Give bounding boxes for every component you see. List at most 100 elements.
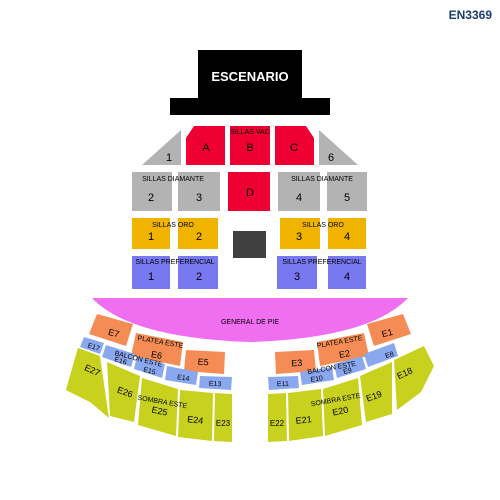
- section-diamante-2-label: 2: [148, 192, 154, 204]
- zone-general: GENERAL DE PIE: [92, 298, 408, 342]
- section-e20[interactable]: [323, 378, 362, 436]
- section-e14[interactable]: [165, 366, 198, 385]
- section-e27b[interactable]: [66, 348, 109, 418]
- section-preferencial-1[interactable]: [132, 256, 170, 289]
- section-e8[interactable]: [364, 343, 398, 367]
- section-e9-label: E9: [343, 367, 353, 376]
- section-e17[interactable]: [80, 337, 104, 354]
- stage: ESCENARIO: [170, 50, 330, 115]
- section-oro-1-label: 1: [148, 231, 154, 243]
- section-diamante-2[interactable]: [132, 172, 172, 211]
- section-e11[interactable]: [268, 376, 299, 390]
- zone-general-label: GENERAL DE PIE: [221, 319, 279, 326]
- zone-sombra-left: E27 E26 E25 E24 E23 SOMBRA ESTE: [66, 348, 232, 442]
- section-e24[interactable]: [178, 390, 213, 441]
- section-e1[interactable]: [367, 314, 411, 346]
- zone-diamante: 2 3 D 4 5 SILLAS DIAMANTE SILLAS DIAMANT…: [132, 172, 367, 211]
- section-diamante-d[interactable]: [228, 172, 270, 211]
- section-e2-label: E2: [338, 348, 351, 360]
- section-e22[interactable]: [268, 393, 287, 442]
- section-e11-label: E11: [277, 381, 289, 389]
- section-e5-label: E5: [197, 357, 209, 368]
- stage-label: ESCENARIO: [211, 69, 288, 84]
- section-preferencial-1-label: 1: [148, 271, 154, 283]
- section-e3[interactable]: [275, 350, 316, 374]
- section-e10-label: E10: [310, 375, 323, 384]
- section-oro-2[interactable]: [178, 218, 218, 249]
- section-vac-b-label: B: [246, 142, 253, 154]
- section-vac-a-label: A: [202, 142, 210, 154]
- section-diamante-3[interactable]: [178, 172, 220, 211]
- zone-oro: 1 2 3 4 SILLAS ORO SILLAS ORO: [132, 218, 366, 249]
- section-e22-label: E22: [270, 419, 285, 428]
- section-preferencial-2-label: 2: [196, 271, 202, 283]
- section-e18[interactable]: [394, 346, 434, 410]
- section-e23[interactable]: [214, 393, 232, 442]
- section-e23-label: E23: [216, 419, 231, 428]
- zone-diamante-label-left: SILLAS DIAMANTE: [142, 176, 204, 183]
- section-e15[interactable]: [134, 356, 165, 378]
- section-e13-label: E13: [209, 381, 222, 389]
- section-e17-label: E17: [86, 342, 100, 353]
- zone-vac: 1 A B C 6 SILLAS VAC: [142, 126, 358, 165]
- section-e10[interactable]: [300, 367, 334, 385]
- section-e8-label: E8: [385, 351, 395, 360]
- section-oro-2-label: 2: [196, 231, 202, 243]
- zone-vac-label: SILLAS VAC: [230, 129, 270, 136]
- zone-preferencial-label-right: SILLAS PREFERENCIAL: [282, 259, 361, 266]
- section-e21-label: E21: [295, 414, 312, 426]
- zone-platea-left: E7 E6 E5 PLATEA ESTE: [89, 314, 225, 374]
- section-vac-6[interactable]: [319, 130, 358, 165]
- section-diamante-5-label: 5: [344, 192, 350, 204]
- stage-block: [198, 50, 302, 100]
- section-vac-b[interactable]: [230, 126, 270, 165]
- section-e6[interactable]: [131, 333, 183, 366]
- section-e7[interactable]: [89, 314, 133, 346]
- section-e19[interactable]: [360, 362, 392, 422]
- sound-console: [233, 231, 266, 258]
- zone-preferencial: 1 2 3 4 SILLAS PREFERENCIAL SILLAS PREFE…: [132, 256, 366, 289]
- section-e1-label: E1: [381, 327, 394, 340]
- section-preferencial-3-label: 3: [294, 271, 300, 283]
- section-oro-3-label: 3: [296, 231, 302, 243]
- section-e25[interactable]: [138, 378, 178, 436]
- section-vac-a[interactable]: [186, 126, 225, 165]
- section-oro-4-label: 4: [344, 231, 350, 243]
- section-vac-c-label: C: [290, 142, 298, 154]
- map-id: EN3369: [448, 8, 492, 22]
- section-e13[interactable]: [199, 376, 232, 390]
- section-vac-1-label: 1: [166, 152, 172, 164]
- section-e15-label: E15: [142, 367, 156, 377]
- section-general-de-pie[interactable]: [92, 298, 408, 342]
- section-e3-label: E3: [291, 358, 303, 369]
- section-oro-1[interactable]: [132, 218, 170, 249]
- section-e6-label: E6: [150, 349, 163, 361]
- zone-diamante-label-right: SILLAS DIAMANTE: [291, 176, 353, 183]
- section-preferencial-4[interactable]: [328, 256, 366, 289]
- stage-front: [170, 98, 330, 115]
- section-e24-label: E24: [187, 414, 204, 426]
- section-e16[interactable]: [102, 345, 135, 367]
- section-oro-3[interactable]: [280, 218, 320, 249]
- zone-balcon-right: E11 E10 E9 E8 BALCON ESTE: [268, 343, 398, 390]
- zone-oro-label-right: SILLAS ORO: [302, 222, 344, 229]
- section-e16-label: E16: [113, 356, 127, 366]
- section-vac-1[interactable]: [142, 130, 181, 165]
- section-diamante-4[interactable]: [278, 172, 320, 211]
- section-e25-label: E25: [151, 405, 169, 418]
- section-preferencial-2[interactable]: [178, 256, 218, 289]
- zone-preferencial-label-left: SILLAS PREFERENCIAL: [135, 259, 214, 266]
- section-preferencial-4-label: 4: [344, 271, 350, 283]
- section-e21[interactable]: [288, 389, 323, 441]
- section-e26[interactable]: [107, 362, 140, 422]
- zone-oro-label-left: SILLAS ORO: [152, 222, 194, 229]
- section-oro-4[interactable]: [328, 218, 366, 249]
- section-e9[interactable]: [334, 356, 366, 378]
- section-e5[interactable]: [184, 350, 225, 374]
- section-vac-c[interactable]: [275, 126, 314, 165]
- section-diamante-5[interactable]: [327, 172, 367, 211]
- section-diamante-4-label: 4: [296, 192, 302, 204]
- section-e20-label: E20: [332, 405, 350, 418]
- section-preferencial-3[interactable]: [277, 256, 317, 289]
